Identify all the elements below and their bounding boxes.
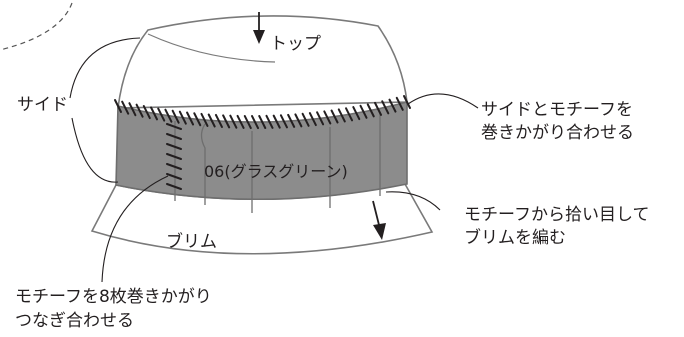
whip-stitch: [272, 114, 281, 129]
whip-stitch: [366, 103, 375, 118]
join-stitch: [166, 143, 182, 150]
whip-stitch: [265, 114, 274, 129]
whip-stitch: [308, 112, 317, 127]
whip-stitch: [258, 115, 267, 129]
whip-stitch: [157, 107, 166, 122]
callout-side-motif-line1: サイドとモチーフを: [481, 100, 633, 120]
dashed-arc: [0, 2, 73, 51]
whip-stitch: [279, 114, 288, 129]
whip-stitch: [114, 99, 122, 113]
whip-stitch: [135, 103, 144, 118]
whip-stitch: [359, 104, 368, 119]
whip-stitch: [178, 110, 187, 125]
whip-stitch: [323, 110, 332, 125]
whip-stitch: [395, 96, 404, 111]
callout-brim-line2: ブリムを編む: [464, 227, 566, 248]
whip-stitch: [222, 114, 231, 129]
join-stitch: [166, 153, 182, 160]
down-arrow-brim-icon: [372, 200, 386, 240]
label-top: トップ: [270, 34, 321, 54]
whip-stitch: [171, 109, 180, 124]
whip-stitch: [150, 106, 159, 121]
whip-stitch: [381, 100, 390, 115]
whip-stitch: [121, 100, 130, 115]
callout-join-line1: モチーフを8枚巻きかがり: [15, 287, 212, 307]
crown-top-line: [147, 33, 276, 63]
whip-stitch: [128, 102, 137, 117]
whip-stitch: [164, 108, 173, 123]
whip-stitch: [301, 112, 310, 127]
join-stitch: [166, 173, 182, 180]
whip-stitch: [330, 109, 339, 124]
whip-stitch: [243, 115, 252, 130]
whip-stitch: [352, 106, 361, 121]
join-stitch: [166, 183, 182, 190]
label-side: サイド: [17, 95, 68, 115]
join-stitch: [166, 163, 182, 170]
callout-join-line2: つなぎ合わせる: [15, 311, 134, 331]
whip-stitch: [337, 108, 346, 123]
whip-stitch: [388, 98, 397, 113]
motif-band: [115, 100, 408, 201]
whip-stitch: [214, 113, 223, 128]
whip-stitch: [316, 111, 325, 126]
whip-stitch: [345, 107, 354, 122]
whip-stitches-join: [166, 123, 182, 190]
down-arrow-top-icon: [253, 12, 265, 44]
whip-stitch: [200, 112, 209, 127]
whip-stitch: [236, 114, 245, 129]
label-brim: ブリム: [166, 231, 217, 252]
callout-brim-line1: モチーフから拾い目して: [464, 205, 649, 225]
whip-stitch: [186, 111, 195, 126]
label-motif-color: 06(グラスグリーン): [204, 162, 348, 181]
join-stitch: [166, 123, 182, 130]
motif-seams: [174, 114, 381, 213]
leader-lines: [69, 37, 479, 283]
whip-stitch: [229, 114, 238, 129]
join-stitch: [166, 133, 182, 140]
whip-stitch: [142, 105, 151, 120]
whip-stitch: [251, 115, 260, 130]
whip-stitch: [207, 113, 216, 128]
whip-stitch: [287, 113, 296, 128]
whip-stitches-top: [114, 95, 411, 130]
callout-side-motif-line2: 巻きかがり合わせる: [481, 123, 634, 143]
whip-stitch: [403, 95, 411, 109]
whip-stitch: [374, 101, 383, 116]
whip-stitch: [193, 112, 202, 127]
whip-stitch: [294, 113, 303, 128]
